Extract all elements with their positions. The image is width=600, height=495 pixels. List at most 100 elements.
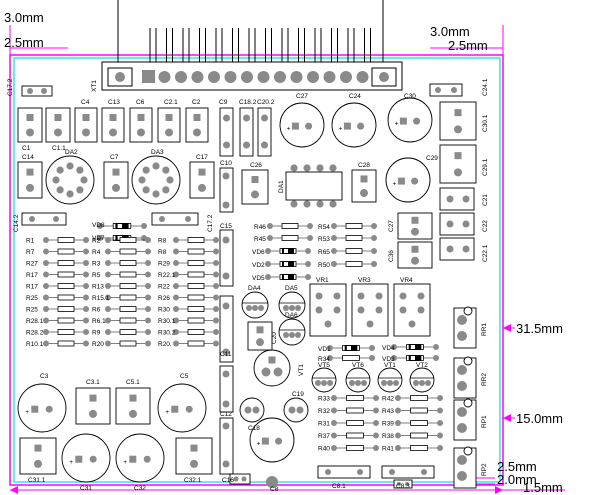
diode-band xyxy=(284,275,288,279)
component-label: C10 xyxy=(220,160,232,167)
round-pad xyxy=(316,200,324,208)
connector-pad xyxy=(241,71,253,83)
round-pad xyxy=(83,317,89,324)
round-pad xyxy=(457,423,467,433)
round-pad xyxy=(457,331,467,341)
component-label: R39 xyxy=(382,421,394,428)
round-pad xyxy=(331,235,337,241)
round-pad xyxy=(405,482,409,486)
round-pad xyxy=(357,306,365,314)
component-label: R7 xyxy=(26,249,35,256)
board-outline xyxy=(9,54,504,486)
round-pad xyxy=(290,200,298,208)
round-pad xyxy=(457,471,467,481)
component-label: C15 xyxy=(220,223,232,230)
round-pad xyxy=(375,306,383,314)
capacitor xyxy=(439,144,477,184)
round-pad xyxy=(462,220,470,228)
round-pad xyxy=(173,283,179,289)
round-pad xyxy=(371,235,377,241)
component-label: VT5 xyxy=(318,362,330,369)
round-pad xyxy=(83,271,89,278)
round-pad xyxy=(213,340,219,347)
component-label: R40 xyxy=(318,446,330,453)
resistor-body xyxy=(119,260,137,266)
round-pad xyxy=(395,420,401,426)
resistor-body xyxy=(187,294,205,301)
square-pad xyxy=(75,455,83,463)
dim-top-left-inner: 2.5mm xyxy=(4,35,44,50)
square-pad xyxy=(360,175,368,183)
capacitor xyxy=(17,107,43,143)
component-label: R13 xyxy=(92,284,104,291)
round-pad xyxy=(145,237,151,243)
component-label: VT2 xyxy=(416,362,428,369)
component-label: C24.1 xyxy=(482,78,489,96)
round-pad xyxy=(295,332,301,338)
round-pad xyxy=(315,380,321,386)
round-pad xyxy=(360,189,368,198)
round-pad xyxy=(395,395,401,401)
square-pad xyxy=(129,455,137,463)
ic-da1 xyxy=(285,171,343,201)
round-pad xyxy=(43,260,49,266)
resistor-body xyxy=(57,317,75,324)
resistor-body xyxy=(119,237,137,243)
round-pad xyxy=(457,381,467,391)
round-pad xyxy=(437,432,443,439)
connector-pad xyxy=(323,71,336,83)
capacitor xyxy=(439,212,475,236)
round-pad xyxy=(185,216,191,222)
component-label: C29.1 xyxy=(482,158,489,176)
square-pad xyxy=(411,216,419,224)
electrolytic-capacitor xyxy=(157,383,207,433)
component-label: C4 xyxy=(81,99,90,106)
square-pad xyxy=(112,168,120,176)
component-label: R4 xyxy=(92,249,101,256)
component-label: VR1 xyxy=(316,277,329,284)
round-pad xyxy=(83,260,89,266)
electrolytic-capacitor xyxy=(387,97,433,143)
round-pad xyxy=(83,329,89,335)
diode-band xyxy=(117,224,122,228)
component-label: VD4 xyxy=(382,345,395,352)
round-pad xyxy=(413,380,419,386)
square-pad xyxy=(129,394,137,402)
component-label: C6 xyxy=(136,99,145,106)
round-pad xyxy=(213,248,219,255)
resistor-body xyxy=(119,271,137,278)
round-pad xyxy=(105,317,111,324)
round-pad xyxy=(43,271,49,278)
capacitor-small xyxy=(239,397,265,423)
square-pad xyxy=(171,405,179,413)
component-label: R25 xyxy=(26,295,38,302)
round-pad xyxy=(327,380,333,386)
round-pad xyxy=(141,223,147,229)
resistor-body xyxy=(281,223,299,229)
round-pad xyxy=(105,283,111,289)
capacitor xyxy=(189,161,215,199)
jumper xyxy=(229,473,251,485)
round-pad xyxy=(389,469,395,475)
component-label: C24 xyxy=(349,93,361,100)
component-label: R42 xyxy=(382,396,394,403)
jumper xyxy=(381,465,435,479)
round-pad xyxy=(143,455,151,463)
square-pad xyxy=(193,114,201,122)
round-pad xyxy=(252,305,258,311)
component-label: R8 xyxy=(158,238,167,245)
resistor-body xyxy=(119,283,137,289)
diode-band xyxy=(410,345,415,349)
round-pad xyxy=(387,380,393,386)
round-pad xyxy=(222,302,230,310)
round-pad xyxy=(333,292,341,300)
component-label: VR4 xyxy=(400,277,413,284)
capacitor xyxy=(219,295,234,363)
round-pad xyxy=(373,395,379,401)
round-pad xyxy=(145,260,151,266)
component-label: R33 xyxy=(318,396,330,403)
component-label: RR2 xyxy=(481,373,488,386)
connector-label: XT1 xyxy=(91,80,98,92)
component-label: R30 xyxy=(158,307,170,314)
component-label: C5.1 xyxy=(126,379,140,386)
